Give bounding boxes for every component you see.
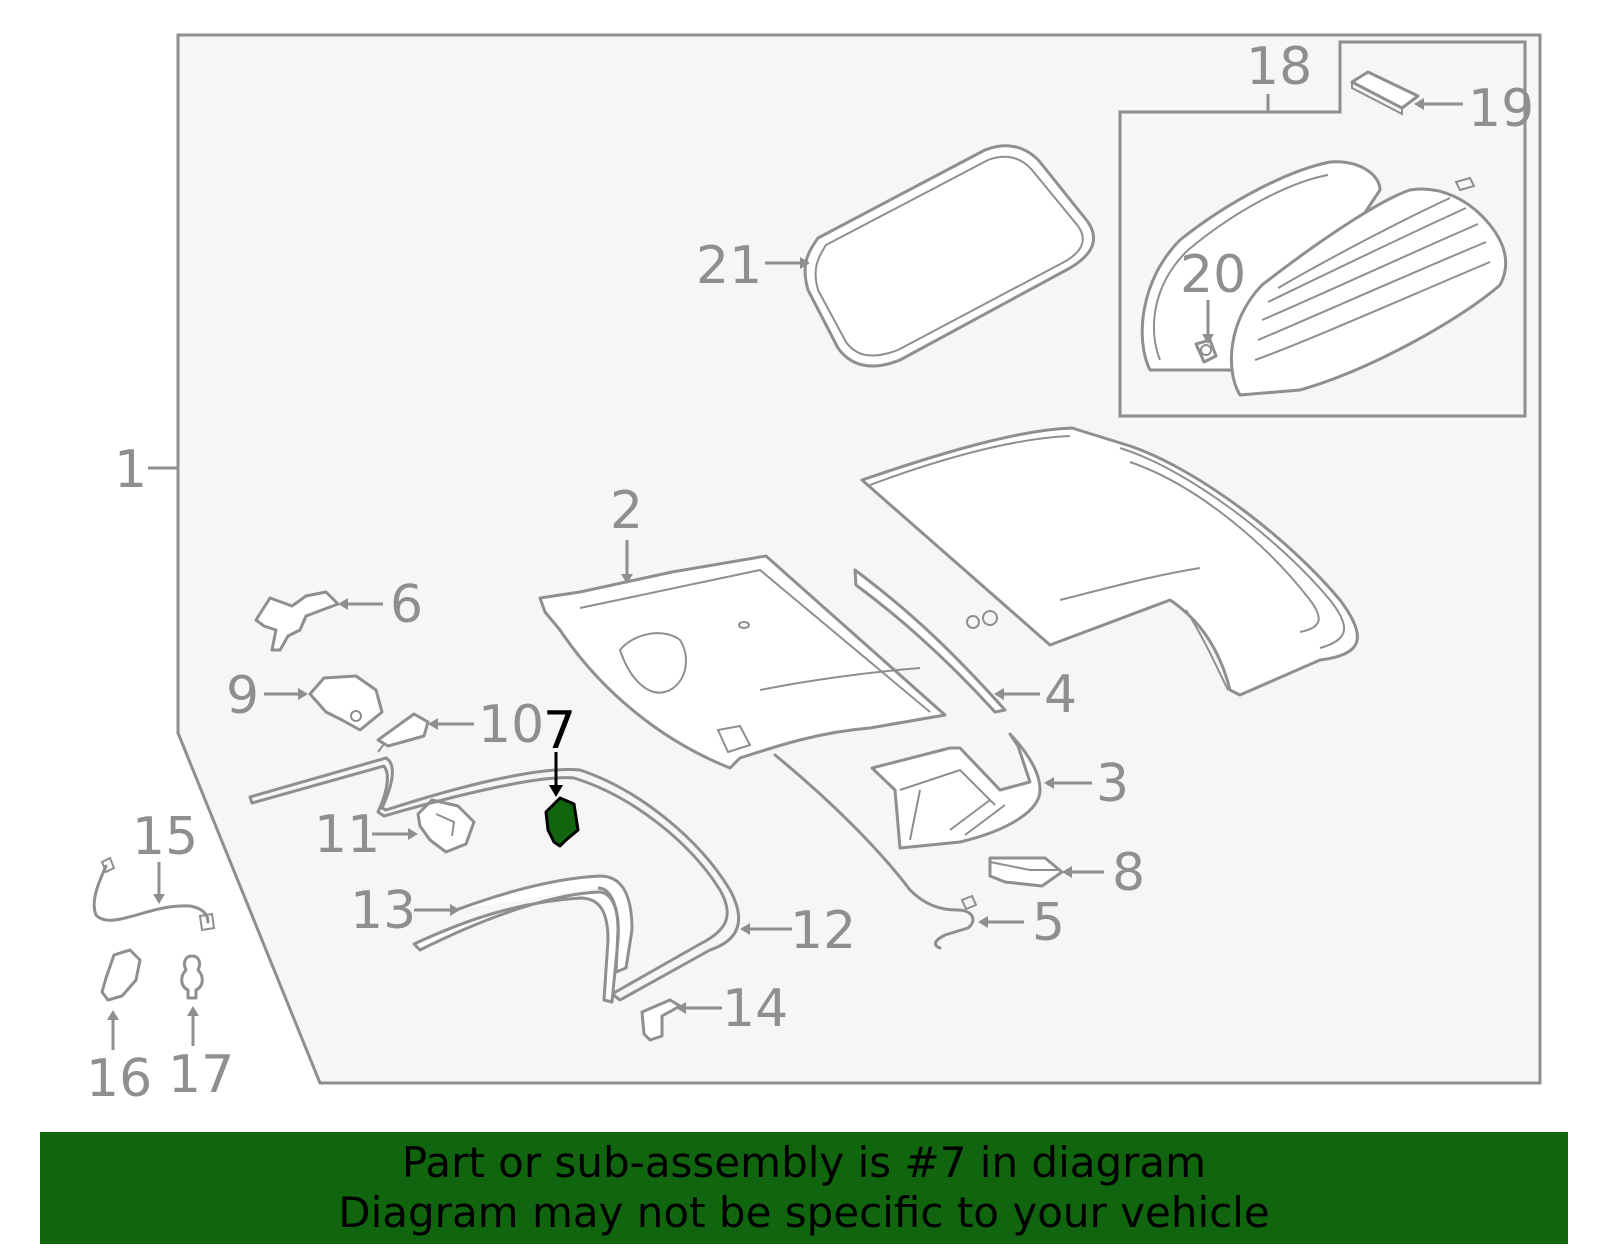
part-12-shape <box>248 756 741 1002</box>
part-3-shape <box>870 732 1042 850</box>
callout-16: 16 <box>86 1049 152 1109</box>
callout-15: 15 <box>132 807 198 867</box>
callout-20: 20 <box>1180 245 1246 305</box>
callout-10: 10 <box>478 695 544 755</box>
callout-1: 1 <box>114 440 147 500</box>
inset-box-18 <box>1118 40 1527 418</box>
callout-2: 2 <box>610 481 643 541</box>
part-21-shape <box>803 144 1096 368</box>
callout-12: 12 <box>790 901 856 961</box>
part-13-shape <box>412 874 634 1004</box>
part-16-shape <box>100 948 142 1002</box>
part-14-shape <box>640 998 682 1042</box>
callout-3: 3 <box>1096 754 1129 814</box>
cable-5-shape <box>773 753 975 950</box>
soft-top-shape <box>860 426 1359 697</box>
callout-13: 13 <box>350 881 416 941</box>
callout-11: 11 <box>314 805 380 865</box>
part-20-shape <box>1194 338 1218 364</box>
callout-6: 6 <box>390 575 423 635</box>
part-6-shape <box>254 590 340 652</box>
part-18-window-shape <box>1140 160 1508 397</box>
callout-8: 8 <box>1112 843 1145 903</box>
callout-19: 19 <box>1468 79 1534 139</box>
callout-7: 7 <box>543 701 576 761</box>
part-2-shape <box>538 554 947 770</box>
callout-4: 4 <box>1044 665 1077 725</box>
callout-17: 17 <box>168 1045 234 1105</box>
callout-5: 5 <box>1032 893 1065 953</box>
part-8-shape <box>988 856 1064 888</box>
callout-21: 21 <box>696 236 762 296</box>
part-15-shape <box>92 856 216 932</box>
part-10-shape <box>376 712 430 753</box>
part-7-highlight <box>544 796 580 848</box>
callout-9: 9 <box>226 666 259 726</box>
part-19-shape <box>1350 70 1420 116</box>
part-9-shape <box>308 674 384 732</box>
part-17-shape <box>180 954 204 1000</box>
part-4-shape <box>853 568 1007 714</box>
callout-14: 14 <box>722 979 788 1039</box>
callout-18: 18 <box>1246 37 1312 97</box>
banner-line-2: Diagram may not be specific to your vehi… <box>338 1188 1270 1237</box>
banner-line-1: Part or sub-assembly is #7 in diagram <box>401 1138 1207 1187</box>
part-11-shape <box>416 798 476 854</box>
info-banner: Part or sub-assembly is #7 in diagram Di… <box>40 1132 1568 1244</box>
